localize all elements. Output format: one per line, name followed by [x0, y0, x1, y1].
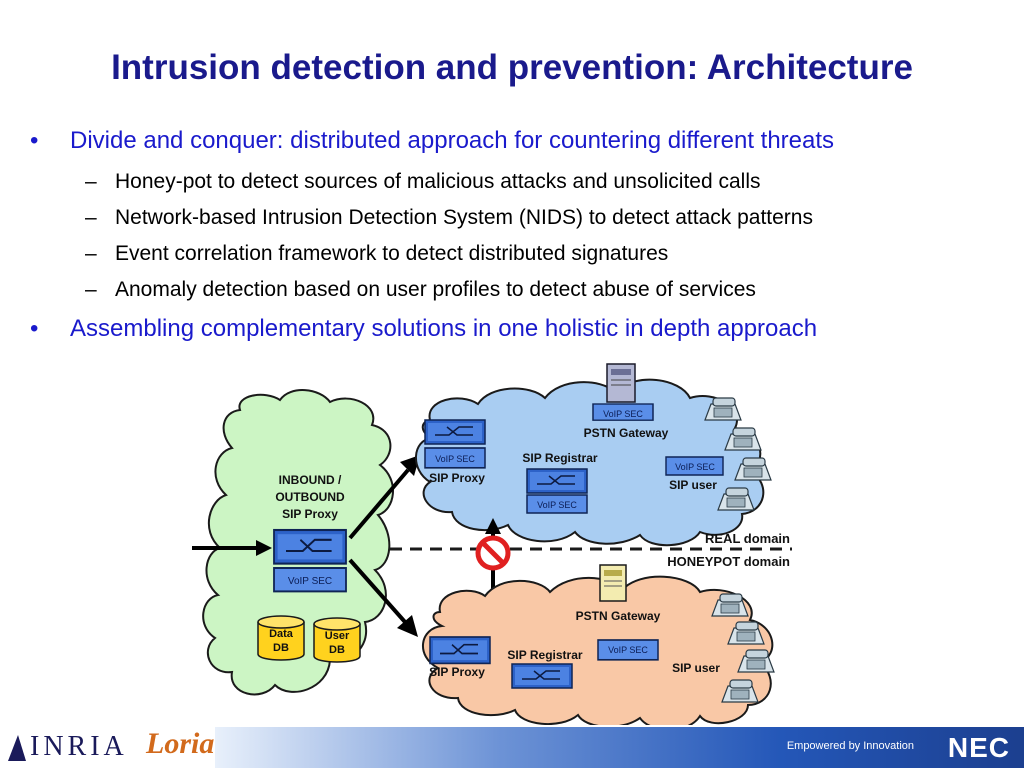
bullet-list: • Divide and conquer: distributed approa… — [30, 126, 1010, 352]
real-proxy-voip-sec-label: VoIP SEC — [435, 454, 475, 464]
pstn-server-icon — [606, 363, 636, 403]
inbound-voip-sec-label: VoIP SEC — [288, 576, 332, 587]
real-cloud-shape — [415, 378, 765, 547]
inria-logo-text: INRIA — [30, 731, 128, 762]
sub-bullet-text: Network-based Intrusion Detection System… — [115, 206, 813, 229]
real-sip-proxy-label: SIP Proxy — [429, 471, 485, 485]
user-db-icon — [313, 617, 361, 663]
honeypot-domain-label: HONEYPOT domain — [667, 554, 790, 569]
honeypot-sip-user-label: SIP user — [672, 661, 720, 675]
sub-bullet-item: – Honey-pot to detect sources of malicio… — [30, 164, 1010, 200]
nec-logo-text: NEC — [947, 732, 1010, 763]
real-gateway-voip-sec-label: VoIP SEC — [603, 409, 643, 419]
inbound-cloud: INBOUND / OUTBOUND SIP Proxy VoIP SEC Da… — [202, 389, 394, 696]
arrow-to-real-domain — [348, 455, 420, 540]
bullet-item-2: • Assembling complementary solutions in … — [30, 314, 1010, 344]
bullet-text: Divide and conquer: distributed approach… — [70, 127, 835, 154]
real-sip-registrar-switch-icon — [526, 468, 588, 494]
bullet-item-1: • Divide and conquer: distributed approa… — [30, 126, 1010, 156]
slide-title: Intrusion detection and prevention: Arch… — [111, 48, 913, 87]
data-db-icon — [257, 615, 305, 661]
data-db-label-line2: DB — [273, 642, 289, 654]
honeypot-sip-registrar-switch-icon — [511, 663, 573, 689]
footer-gradient-band — [215, 727, 1024, 768]
inbound-label-line3: SIP Proxy — [282, 507, 338, 521]
footer-bar: INRIA Loria Empowered by Innovation NEC — [0, 727, 1024, 768]
bullet-text: Assembling complementary solutions in on… — [70, 315, 818, 342]
bullet-symbol: • — [30, 315, 39, 342]
architecture-diagram: INBOUND / OUTBOUND SIP Proxy VoIP SEC Da… — [192, 363, 792, 725]
block-icon — [475, 535, 511, 571]
real-registrar-voip-sec-label: VoIP SEC — [537, 500, 577, 510]
real-user-voip-sec-label: VoIP SEC — [675, 462, 715, 472]
honeypot-sip-proxy-switch-icon — [429, 636, 491, 665]
sub-bullet-text: Event correlation framework to detect di… — [115, 242, 669, 265]
inbound-label-line1: INBOUND / — [279, 473, 342, 487]
arrow-to-honeypot-domain — [348, 558, 418, 637]
inria-logo-icon — [8, 735, 26, 761]
inbound-label-line2: OUTBOUND — [275, 490, 345, 504]
user-db-label-line2: DB — [329, 644, 345, 656]
sub-bullet-item: – Anomaly detection based on user profil… — [30, 272, 1010, 308]
honeypot-pstn-server-icon — [599, 564, 627, 602]
real-domain-cloud — [415, 378, 765, 547]
loria-logo-text: Loria — [146, 727, 215, 760]
dash-symbol: – — [85, 278, 97, 301]
sub-bullet-item: – Network-based Intrusion Detection Syst… — [30, 200, 1010, 236]
data-db-label-line1: Data — [269, 628, 294, 640]
bullet-symbol: • — [30, 127, 39, 154]
sub-bullet-text: Honey-pot to detect sources of malicious… — [115, 170, 761, 193]
sub-bullet-item: – Event correlation framework to detect … — [30, 236, 1010, 272]
real-sip-user-label: SIP user — [669, 478, 717, 492]
inbound-proxy-switch-icon — [272, 528, 348, 565]
user-db-label-line1: User — [325, 630, 350, 642]
honeypot-pstn-gateway-label: PSTN Gateway — [576, 609, 661, 623]
real-sip-proxy-switch-icon — [424, 419, 486, 445]
honeypot-sip-registrar-label: SIP Registrar — [507, 648, 582, 662]
real-pstn-gateway-label: PSTN Gateway — [584, 426, 669, 440]
dash-symbol: – — [85, 170, 97, 193]
real-sip-registrar-label: SIP Registrar — [522, 451, 597, 465]
dash-symbol: – — [85, 242, 97, 265]
tagline-text: Empowered by Innovation — [786, 740, 914, 752]
incoming-arrow — [192, 540, 272, 556]
dash-symbol: – — [85, 206, 97, 229]
honeypot-sip-proxy-label: SIP Proxy — [429, 665, 485, 679]
sub-bullet-text: Anomaly detection based on user profiles… — [115, 278, 756, 301]
real-domain-label: REAL domain — [705, 531, 790, 546]
honeypot-voip-sec-label: VoIP SEC — [608, 645, 648, 655]
